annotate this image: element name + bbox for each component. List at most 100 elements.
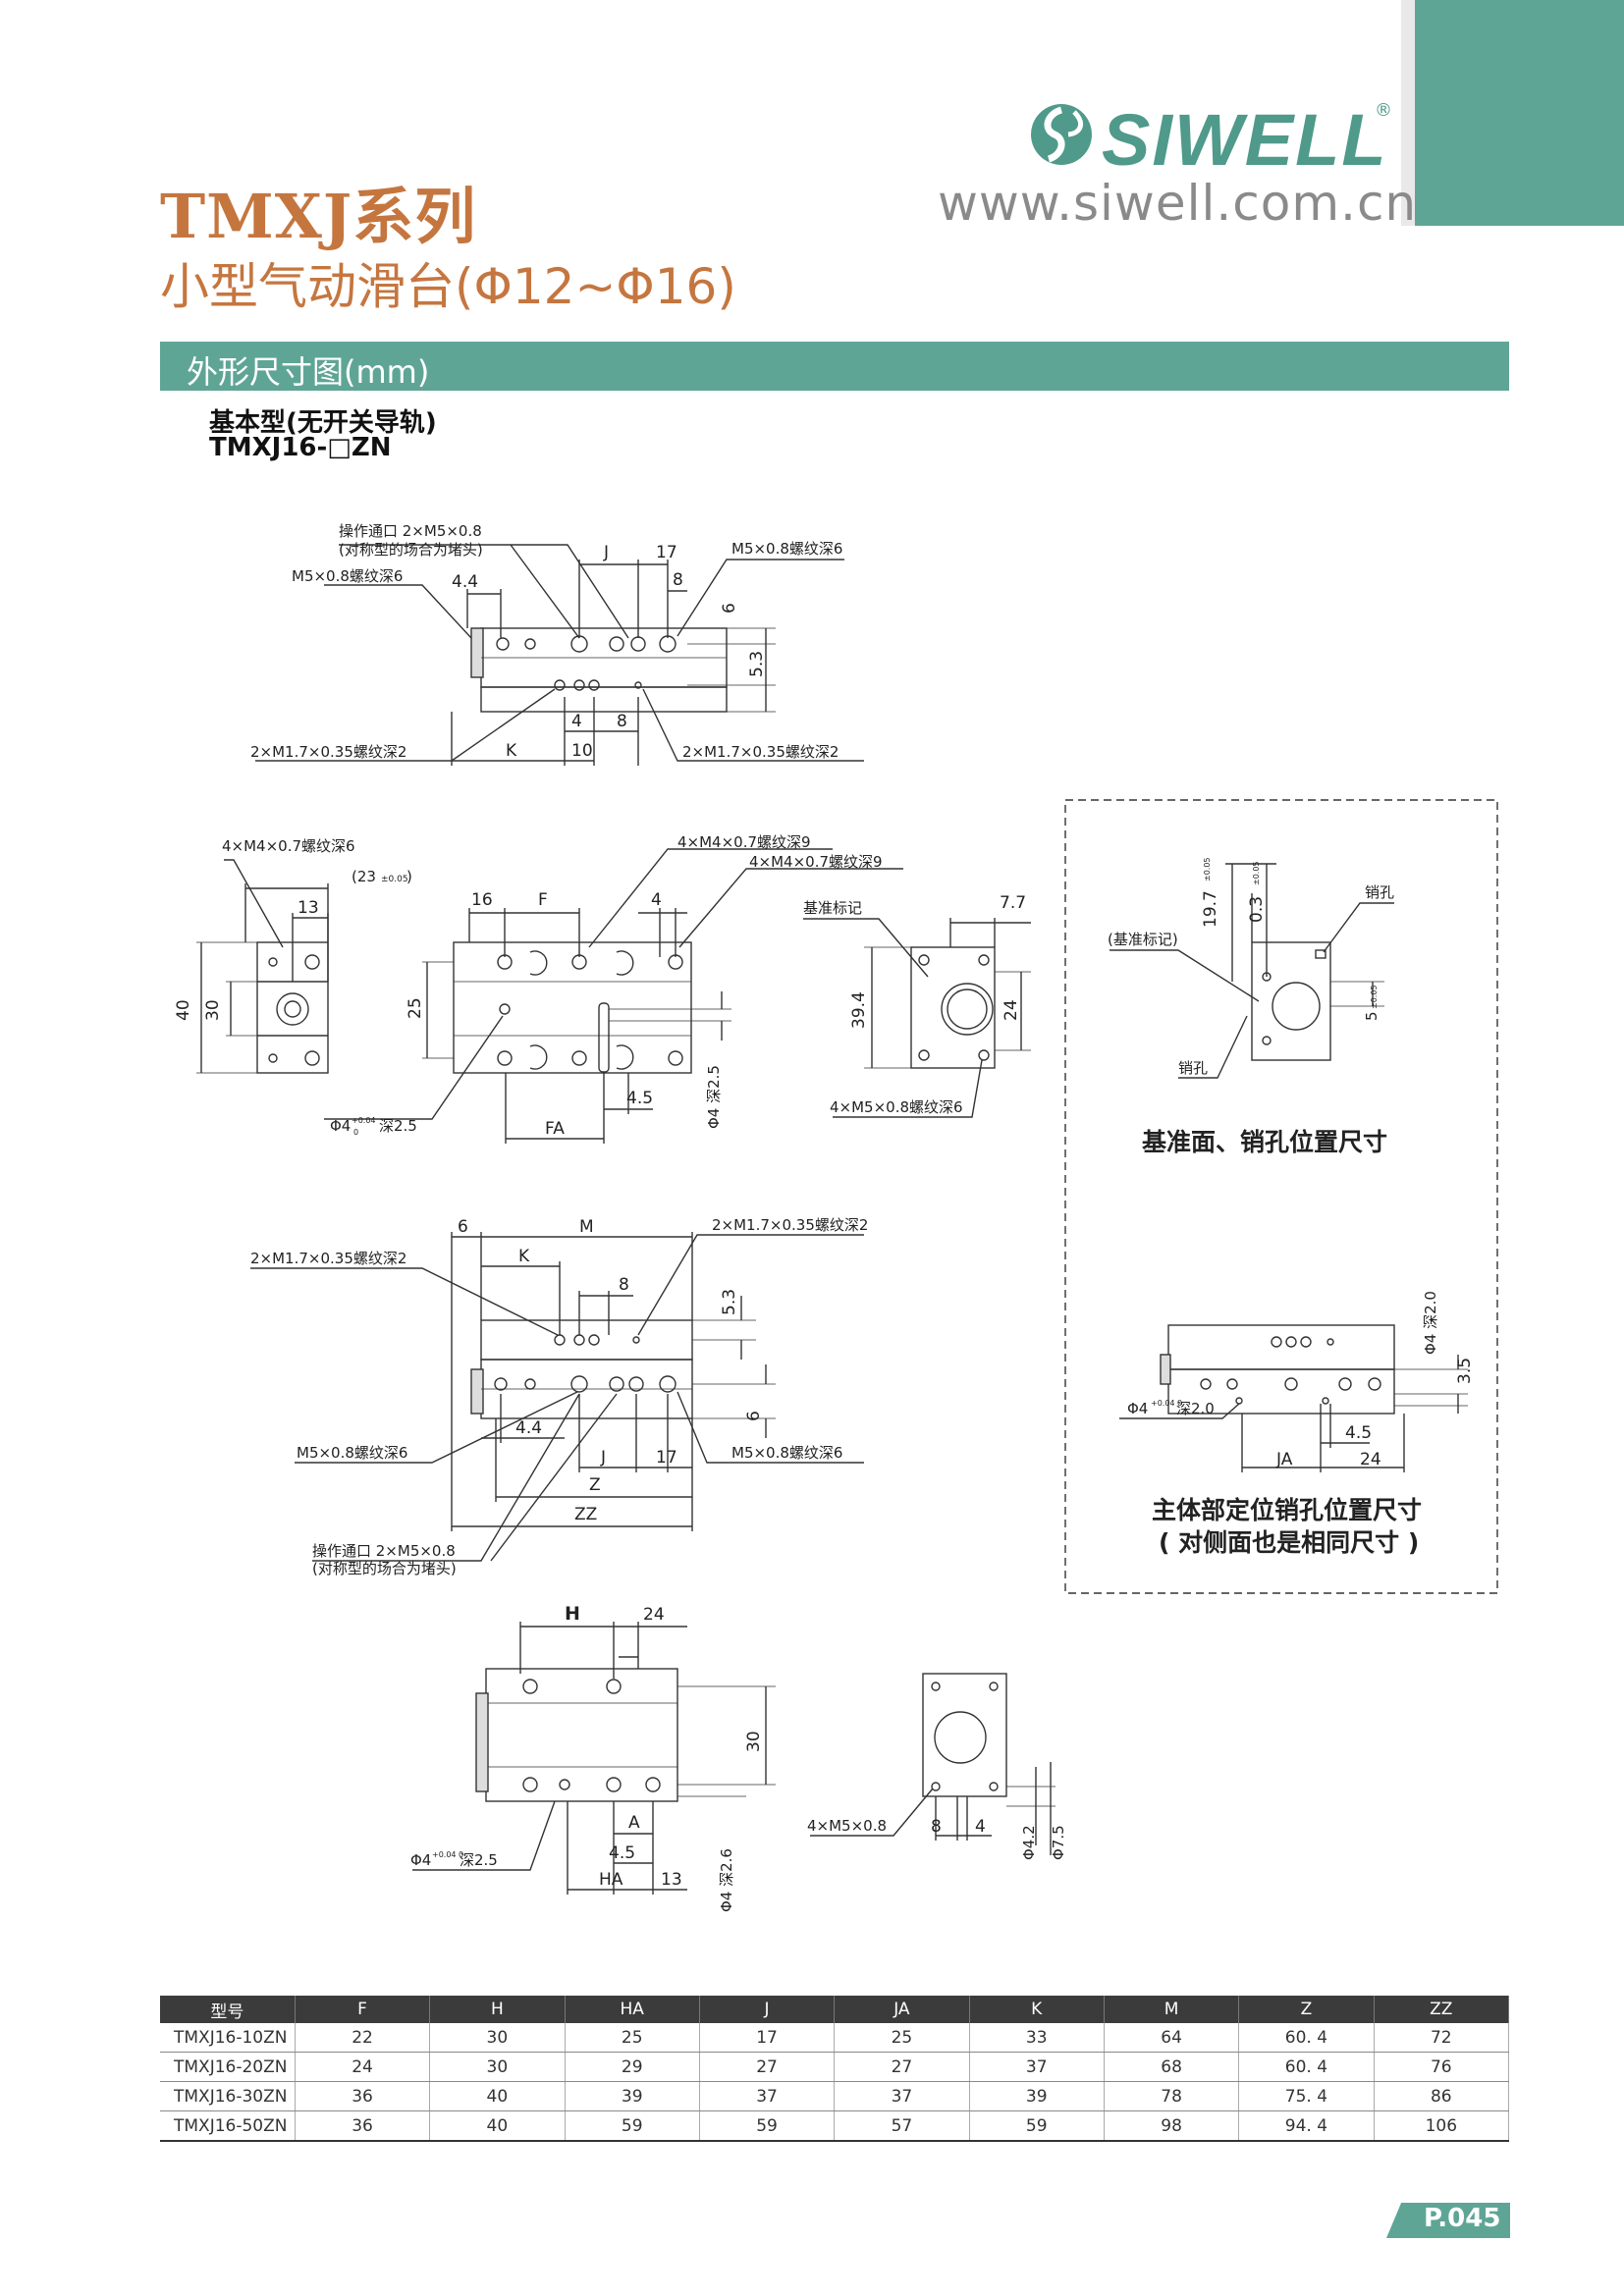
table-cell: 39 (969, 2081, 1105, 2111)
table-cell: 30 (429, 2023, 566, 2053)
table-cell: 60. 4 (1238, 2023, 1375, 2053)
lower-side-labels: 6 M K 8 5.3 2×M1.7×0.35螺纹深2 2×M1.7×0.35螺… (250, 1216, 868, 1577)
table-cell: 24 (295, 2052, 431, 2082)
table-cell: 76 (1374, 2052, 1510, 2082)
dim-17-lower: 17 (656, 1448, 677, 1468)
table-cell: 37 (834, 2081, 970, 2111)
lower-view-upper (480, 1319, 693, 1361)
plan-view (324, 848, 903, 1144)
pin-hole-label-top: 销孔 (1365, 883, 1394, 901)
header-f: F (295, 1996, 431, 2023)
table-cell: 60. 4 (1238, 2052, 1375, 2082)
series-subtitle: 小型气动滑台(Φ12~Φ16) (160, 258, 736, 315)
bottom-view-body (485, 1668, 678, 1802)
table-cell: 59 (699, 2110, 836, 2142)
dim-6-lower: 6 (458, 1217, 468, 1237)
dim-5-3: 5.3 (747, 651, 767, 677)
top-port-note-2: (对称型的场合为堵头) (339, 541, 483, 559)
section-bar (160, 342, 1509, 391)
plan-view-body (453, 941, 692, 1074)
dim-0-3: 0.3 (1247, 896, 1267, 923)
table-cell: 27 (699, 2052, 836, 2082)
top-view (255, 544, 864, 766)
dim-4-bottom-end: 4 (975, 1817, 986, 1837)
table-cell: 29 (565, 2052, 700, 2082)
type-label: 基本型(无开关导轨) (209, 408, 437, 438)
page-badge (1386, 2203, 1510, 2238)
top-m17-left: 2×M1.7×0.35螺纹深2 (250, 743, 406, 761)
top-m17-right: 2×M1.7×0.35螺纹深2 (682, 743, 839, 761)
table-cell: 75. 4 (1238, 2081, 1375, 2111)
dim-16: 16 (471, 890, 493, 910)
dim-13-bottom: 13 (661, 1870, 682, 1890)
table-cell: TMXJ16-10ZN (160, 2023, 296, 2053)
dim-30: 30 (203, 999, 223, 1021)
datum-detail-body (1251, 941, 1331, 1061)
pin2-left: Φ4 (1127, 1400, 1148, 1417)
dim-4-plan: 4 (651, 890, 662, 910)
bottom-end-view (810, 1673, 1056, 1855)
pin2-left-depth: 深2.0 (1176, 1400, 1215, 1417)
table-cell: TMXJ16-30ZN (160, 2081, 296, 2111)
table-cell: 36 (295, 2081, 431, 2111)
dim-4-4-lower: 4.4 (515, 1418, 542, 1438)
dim-f: F (538, 890, 548, 910)
detail-box (1064, 799, 1498, 1594)
pin2-vertical: Φ4 深2.0 (1422, 1291, 1439, 1355)
lower-port-note-2: (对称型的场合为堵头) (312, 1560, 457, 1577)
pin-detail (1119, 1324, 1468, 1472)
lower-side-view (250, 1232, 864, 1562)
table-cell: 98 (1104, 2110, 1240, 2142)
dim-z: Z (589, 1475, 601, 1495)
dim-8-lower: 8 (619, 1275, 629, 1295)
dim-30-bottom: 30 (744, 1731, 764, 1752)
table-cell: 40 (429, 2110, 566, 2142)
table-cell: 39 (565, 2081, 700, 2111)
table-cell: 59 (565, 2110, 700, 2142)
header-j: J (699, 1996, 836, 2023)
table-cell: 59 (969, 2110, 1105, 2142)
bottom-view (412, 1622, 776, 1895)
dim-ja: JA (1275, 1450, 1293, 1469)
dim-4-4: 4.4 (452, 572, 478, 592)
dim-25: 25 (406, 997, 425, 1019)
dim-4-5: 4.5 (626, 1089, 653, 1108)
table-cell: 36 (295, 2110, 431, 2142)
dim-phi-7-5: Φ7.5 (1050, 1825, 1067, 1860)
dim-5-3-lower: 5.3 (720, 1289, 739, 1315)
dim-5: 5 (1363, 1011, 1380, 1021)
table-cell: 68 (1104, 2052, 1240, 2082)
pin-detail-upper (1167, 1324, 1395, 1370)
dim-m: M (579, 1217, 594, 1237)
lower-m5-left: M5×0.8螺纹深6 (297, 1444, 407, 1462)
dim-j-lower: J (600, 1448, 606, 1468)
pin-caption: 主体部定位销孔位置尺寸 (1152, 1496, 1422, 1524)
website-url: www.siwell.com.cn (938, 175, 1418, 232)
dim-7-7: 7.7 (1000, 893, 1026, 913)
datum-caption: 基准面、销孔位置尺寸 (1142, 1128, 1387, 1156)
header-ja: JA (834, 1996, 970, 2023)
bottom-end-labels: 4×M5×0.8 8 4 Φ4.2 Φ7.5 (807, 1817, 1067, 1860)
dim-8: 8 (673, 570, 683, 590)
side-m4-note: 4×M4×0.7螺纹深6 (222, 837, 355, 855)
plan-pin-left-depth: 深2.5 (379, 1117, 417, 1135)
table-cell: 78 (1104, 2081, 1240, 2111)
pin-caption-note: ( 对侧面也是相同尺寸 ) (1159, 1528, 1419, 1557)
dim-ha: HA (599, 1870, 623, 1890)
dim-3-5: 3.5 (1455, 1358, 1475, 1384)
plan-pin-vertical: Φ4 深2.5 (705, 1065, 723, 1129)
lower-m5-right: M5×0.8螺纹深6 (731, 1444, 842, 1462)
dim-5-tol: ±0.05 (1370, 985, 1379, 1009)
bottom-end-m5-note: 4×M5×0.8 (807, 1817, 887, 1835)
registered-mark: ® (1375, 100, 1392, 121)
table-cell: 22 (295, 2023, 431, 2053)
datum-detail (1110, 863, 1394, 1079)
plan-pin-left: Φ4 (330, 1117, 351, 1135)
series-title: TMXJ系列 (160, 181, 477, 252)
end-datum-note: 基准标记 (803, 899, 862, 917)
dim-4: 4 (571, 712, 582, 731)
pin-hole-label-bottom: 销孔 (1178, 1059, 1208, 1077)
dim-j: J (603, 543, 609, 562)
